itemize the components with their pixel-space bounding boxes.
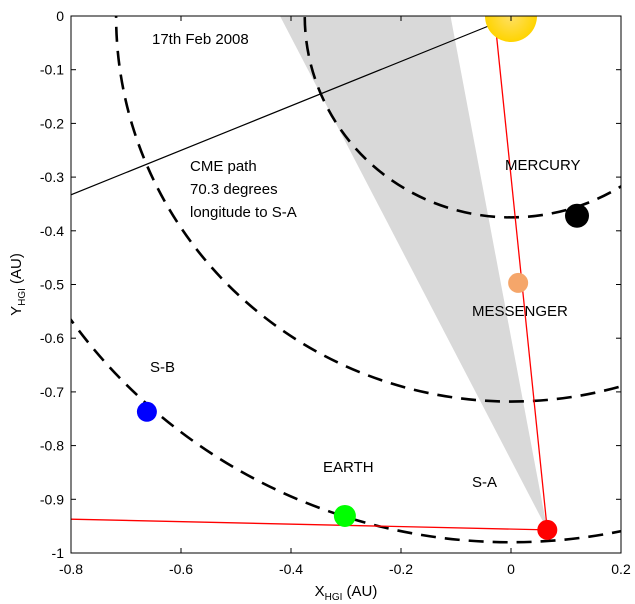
mercury-marker: [565, 203, 589, 228]
sun-marker: [485, 16, 537, 42]
messenger-marker: [508, 272, 529, 293]
y-tick-label: -0.2: [40, 115, 64, 131]
earth-label: EARTH: [323, 459, 374, 476]
y-tick-label: -0.9: [40, 491, 64, 507]
x-tick-label: -0.8: [59, 561, 83, 577]
cme-annotation-line: CME path: [190, 158, 257, 175]
y-tick-label: -0.5: [40, 277, 64, 293]
sa-sun-line: [493, 16, 548, 530]
x-tick-label: 0: [507, 561, 515, 577]
x-tick-label: 0.2: [611, 561, 631, 577]
y-axis-label: YHGI (AU): [8, 253, 28, 316]
y-tick-label: -0.4: [40, 223, 64, 239]
plot-area: [71, 16, 621, 544]
s-b-label: S-B: [150, 359, 175, 376]
y-tick-label: -0.1: [40, 62, 64, 78]
y-tick-label: -0.3: [40, 169, 64, 185]
y-tick-label: -0.6: [40, 330, 64, 346]
x-tick-label: -0.4: [279, 561, 303, 577]
sa-earth-line: [71, 518, 548, 531]
y-tick-label: 0: [56, 8, 64, 24]
y-tick-label: -1: [52, 545, 65, 561]
messenger-label: MESSENGER: [472, 303, 568, 320]
x-tick-label: -0.6: [169, 561, 193, 577]
earth-marker: [333, 504, 356, 527]
cme-path-line: [71, 20, 501, 196]
x-axis-label: XHGI (AU): [315, 583, 378, 603]
y-tick-label: -0.8: [40, 438, 64, 454]
cme-annotation-line: 70.3 degrees: [190, 181, 278, 198]
axis-ticks: -0.8 -0.6 -0.4 -0.2 0 0.2 0 -0.1 -0.2 -0.3 -0.4 -0.…: [40, 8, 631, 577]
orbit-1: [303, 16, 621, 219]
date-annotation: 17th Feb 2008: [152, 31, 249, 48]
shaded-region: [280, 16, 548, 530]
s-b-marker: [136, 401, 157, 422]
x-tick-label: -0.2: [389, 561, 413, 577]
cme-annotation-line: longitude to S-A: [190, 204, 297, 221]
s-a-label: S-A: [472, 474, 497, 491]
orbit-2: [114, 16, 621, 403]
s-a-marker: [537, 519, 558, 540]
mercury-label: MERCURY: [505, 157, 581, 174]
y-tick-label: -0.7: [40, 384, 64, 400]
